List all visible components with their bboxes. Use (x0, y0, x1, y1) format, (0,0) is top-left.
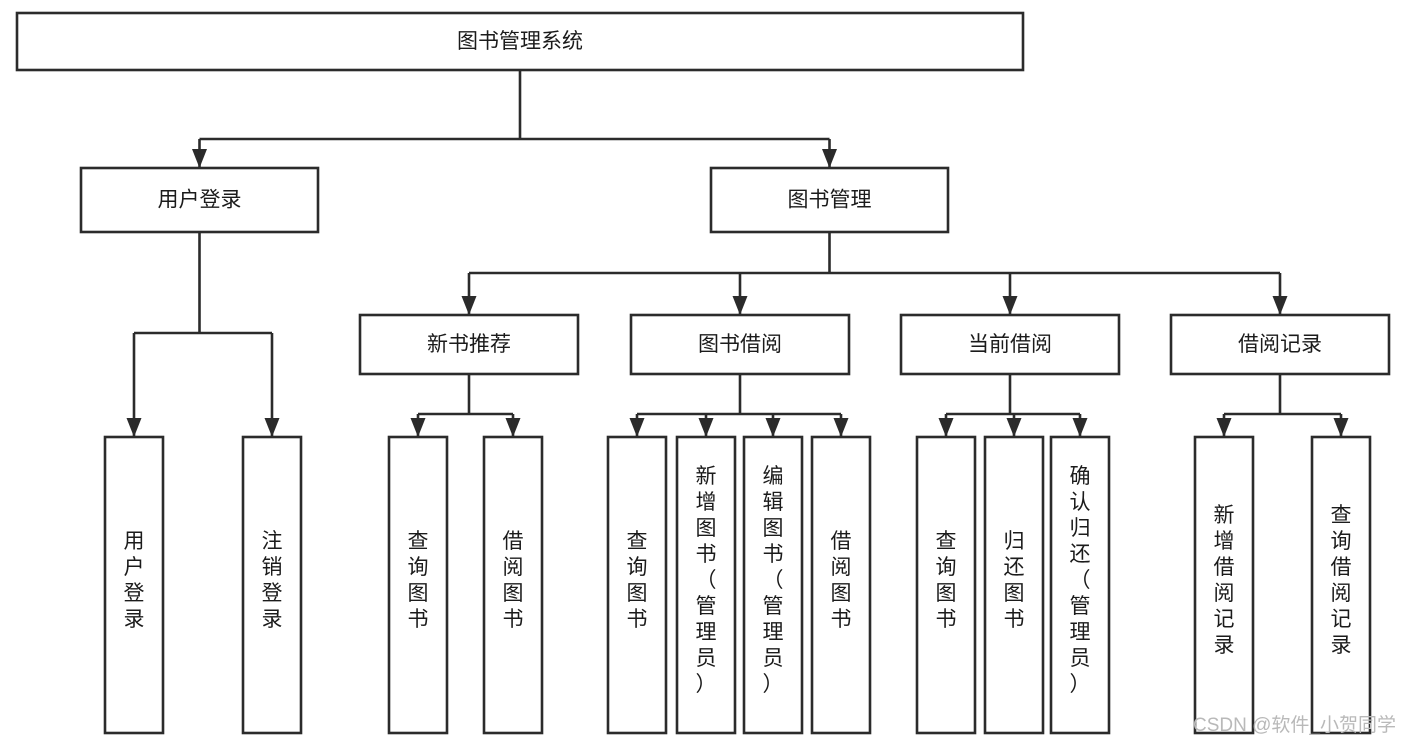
function-node-fn-return-book-box[interactable] (983, 435, 1045, 735)
root-node-book-management-system[interactable]: 图书管理系统 (15, 11, 1025, 72)
function-node-fn-edit-book-box[interactable] (742, 435, 804, 735)
function-node-fn-add-record-box[interactable] (1193, 435, 1255, 735)
function-node-fn-borrow-book-2-box[interactable] (810, 435, 872, 735)
module-node-user-login[interactable]: 用户登录 (79, 166, 320, 234)
function-node-fn-add-book[interactable]: 新增图书（管理员） (675, 435, 737, 735)
module-node-user-login-box[interactable] (79, 166, 320, 234)
module-node-book-management[interactable]: 图书管理 (709, 166, 950, 234)
function-node-fn-query-record-box[interactable] (1310, 435, 1372, 735)
module-node-user-login-label: 用户登录 (158, 189, 242, 212)
function-node-fn-edit-book-label: 编辑图书（管理员） (763, 465, 784, 696)
submodule-node-new-book-recommend-label: 新书推荐 (427, 333, 511, 356)
submodule-node-new-book-recommend-box[interactable] (358, 313, 580, 376)
function-node-fn-borrow-book-1[interactable]: 借阅图书 (482, 435, 544, 735)
function-node-fn-confirm-return-label: 确认归还（管理员） (1070, 465, 1091, 696)
function-node-fn-borrow-book-2-label: 借阅图书 (831, 530, 852, 631)
function-node-fn-query-book-3-box[interactable] (915, 435, 977, 735)
function-node-fn-query-book-1[interactable]: 查询图书 (387, 435, 449, 735)
submodule-node-borrow-record-box[interactable] (1169, 313, 1391, 376)
function-node-fn-return-book[interactable]: 归还图书 (983, 435, 1045, 735)
function-node-fn-borrow-book-1-box[interactable] (482, 435, 544, 735)
function-node-fn-user-logout-box[interactable] (241, 435, 303, 735)
function-node-fn-query-book-1-label: 查询图书 (408, 530, 429, 631)
function-node-fn-borrow-book-1-label: 借阅图书 (503, 530, 524, 631)
connector-layer (126, 70, 1349, 437)
submodule-node-book-borrow-label: 图书借阅 (698, 333, 782, 356)
function-node-fn-return-book-label: 归还图书 (1004, 530, 1025, 631)
function-node-fn-query-book-2-box[interactable] (606, 435, 668, 735)
function-node-fn-user-logout[interactable]: 注销登录 (241, 435, 303, 735)
function-node-fn-user-logout-label: 注销登录 (262, 530, 283, 631)
function-node-fn-query-book-3[interactable]: 查询图书 (915, 435, 977, 735)
function-node-fn-confirm-return[interactable]: 确认归还（管理员） (1049, 435, 1111, 735)
function-node-fn-edit-book[interactable]: 编辑图书（管理员） (742, 435, 804, 735)
submodule-node-book-borrow-box[interactable] (629, 313, 851, 376)
function-node-fn-query-record[interactable]: 查询借阅记录 (1310, 435, 1372, 735)
function-node-fn-confirm-return-box[interactable] (1049, 435, 1111, 735)
submodule-node-borrow-record[interactable]: 借阅记录 (1169, 313, 1391, 376)
function-node-fn-borrow-book-2[interactable]: 借阅图书 (810, 435, 872, 735)
function-node-fn-query-book-2-label: 查询图书 (627, 530, 648, 631)
root-node-book-management-system-label: 图书管理系统 (457, 30, 583, 53)
function-node-fn-query-record-label: 查询借阅记录 (1331, 504, 1352, 657)
function-node-fn-query-book-3-label: 查询图书 (936, 530, 957, 631)
function-node-fn-user-login[interactable]: 用户登录 (103, 435, 165, 735)
function-node-fn-add-record-label: 新增借阅记录 (1214, 504, 1235, 657)
function-node-fn-user-login-label: 用户登录 (124, 530, 145, 631)
csdn-watermark: CSDN @软件_小贺同学 (1193, 714, 1396, 736)
submodule-node-book-borrow[interactable]: 图书借阅 (629, 313, 851, 376)
function-node-fn-user-login-box[interactable] (103, 435, 165, 735)
submodule-node-borrow-record-label: 借阅记录 (1238, 333, 1322, 356)
function-node-fn-add-book-label: 新增图书（管理员） (696, 465, 717, 696)
function-node-fn-add-record[interactable]: 新增借阅记录 (1193, 435, 1255, 735)
submodule-node-new-book-recommend[interactable]: 新书推荐 (358, 313, 580, 376)
node-layer: 图书管理系统用户登录图书管理新书推荐图书借阅当前借阅借阅记录用户登录注销登录查询… (15, 11, 1391, 735)
function-node-fn-query-book-1-box[interactable] (387, 435, 449, 735)
root-node-book-management-system-box[interactable] (15, 11, 1025, 72)
function-node-fn-add-book-box[interactable] (675, 435, 737, 735)
submodule-node-current-borrow[interactable]: 当前借阅 (899, 313, 1121, 376)
submodule-node-current-borrow-box[interactable] (899, 313, 1121, 376)
submodule-node-current-borrow-label: 当前借阅 (968, 333, 1052, 356)
function-node-fn-query-book-2[interactable]: 查询图书 (606, 435, 668, 735)
module-node-book-management-box[interactable] (709, 166, 950, 234)
module-node-book-management-label: 图书管理 (788, 189, 872, 212)
